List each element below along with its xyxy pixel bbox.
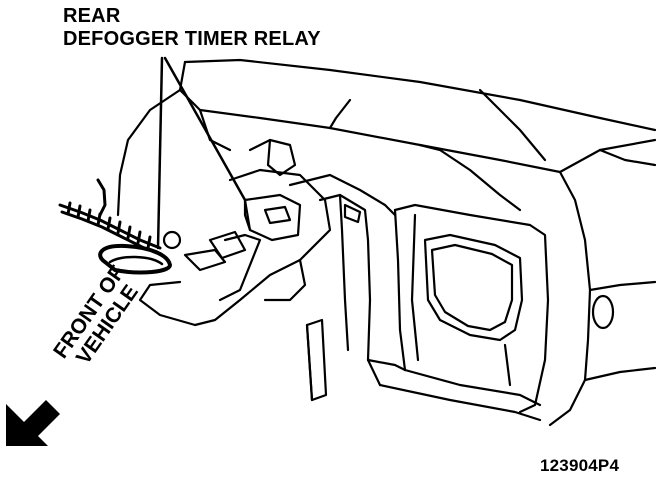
bracket-strip	[305, 318, 328, 402]
front-arrow-icon	[6, 400, 60, 446]
callout-label-line-2: DEFOGGER TIMER RELAY	[63, 28, 321, 50]
wiring-harness	[58, 178, 172, 275]
figure-id: 123904P4	[540, 456, 620, 475]
leader-lines	[156, 56, 247, 250]
support-bracket	[248, 138, 407, 387]
headlamp-housing	[378, 203, 550, 422]
relay-bracket	[138, 168, 332, 327]
fender	[548, 148, 656, 427]
body-panel	[116, 58, 656, 217]
callout-label-line-1: REAR	[63, 5, 121, 27]
